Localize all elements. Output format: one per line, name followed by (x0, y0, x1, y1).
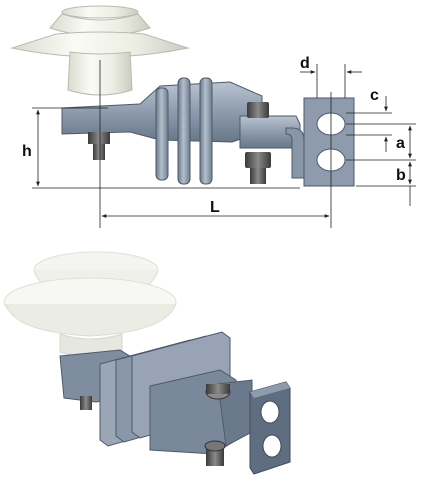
bolt-right-lower (245, 152, 271, 184)
bolt-right-upper (247, 102, 269, 118)
label-h: h (22, 143, 32, 160)
bottom-perspective-view (3, 251, 291, 475)
insulator-porcelain-3d (3, 251, 177, 358)
bolt-3d-upper (205, 384, 231, 400)
terminal-plate-3d (249, 381, 291, 475)
label-d: d (300, 55, 310, 72)
label-b: b (396, 167, 406, 184)
terminal-plate-top (303, 97, 355, 187)
bracket-arm-top (61, 77, 305, 185)
bolt-left-top (88, 132, 110, 160)
bolt-3d-lower (204, 440, 226, 466)
dimension-lines (32, 60, 416, 228)
bolt-3d-back (80, 396, 92, 410)
label-c: c (370, 87, 379, 104)
top-side-view: h d c a b L (10, 5, 416, 228)
label-a: a (396, 135, 405, 152)
label-L: L (210, 199, 220, 216)
